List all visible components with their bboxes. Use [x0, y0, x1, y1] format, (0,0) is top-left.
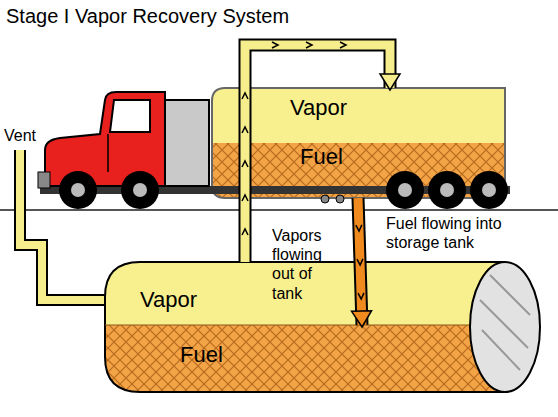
ground-line	[0, 209, 558, 211]
cab-door	[107, 134, 109, 172]
truck-tank-vapor	[212, 88, 505, 143]
flow-arrow	[242, 93, 248, 99]
fuel-level	[105, 325, 505, 326]
cab-bumper	[38, 172, 50, 188]
flow-arrow	[356, 225, 362, 231]
truck-cab	[45, 92, 165, 186]
flow-arrow	[357, 259, 363, 265]
fuel-flow-label: Fuel flowing into storage tank	[386, 214, 554, 252]
flow-arrow	[272, 42, 278, 48]
flow-arrow	[242, 229, 248, 235]
flow-arrow	[358, 293, 364, 299]
pipe-connector	[352, 198, 372, 327]
storage-tank-fuel	[105, 325, 505, 392]
region-label: Fuel	[300, 145, 343, 169]
tank-fuel: Fuel	[110, 325, 500, 392]
arrowhead	[352, 311, 372, 327]
storage-tank-end	[470, 262, 540, 392]
truck-fuel-load: Fuel	[212, 143, 505, 198]
flow-arrow	[242, 127, 248, 133]
wheels	[59, 171, 508, 209]
coupler	[336, 195, 344, 203]
arrowhead	[380, 74, 400, 90]
truck-vapor-space: Vapor	[212, 88, 505, 143]
region-label: Vapor	[140, 288, 197, 312]
flow-arrow	[242, 195, 248, 201]
region-label: Fuel	[180, 343, 223, 367]
vapor-flow-label: Vapors flowing out of tank	[272, 226, 344, 303]
vent-label: Vent	[4, 126, 64, 145]
cab-window	[110, 100, 150, 132]
flow-arrow	[306, 42, 312, 48]
region-label: Vapor	[290, 96, 347, 120]
coupler	[321, 195, 329, 203]
flow-arrow	[242, 161, 248, 167]
flow-arrow	[340, 42, 346, 48]
diagram-title: Stage I Vapor Recovery System	[6, 5, 289, 28]
cab-sleeper	[165, 100, 209, 186]
storage-tank-end-shade	[480, 275, 530, 370]
hubcaps	[71, 183, 496, 197]
